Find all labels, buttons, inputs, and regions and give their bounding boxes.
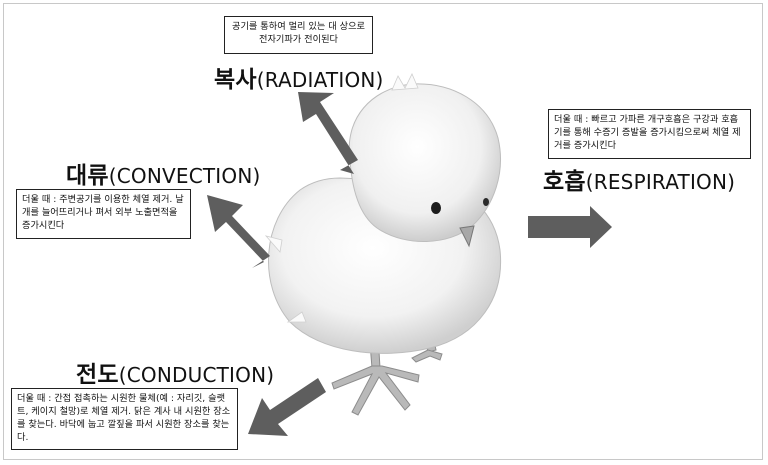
convection-title: 대류(CONVECTION) bbox=[66, 156, 261, 190]
arrow-respiration bbox=[528, 206, 612, 248]
respiration-note: 더울 때 : 빠르고 가파른 개구호흡은 구강과 호흡기를 통해 수증기 증발을… bbox=[548, 109, 751, 159]
chick-head bbox=[349, 84, 500, 242]
convection-note: 더울 때 : 주변공기를 이용한 체열 제거. 날개를 늘어뜨리거나 펴서 외부… bbox=[16, 189, 191, 239]
chick-eye bbox=[483, 198, 489, 206]
arrow-radiation bbox=[298, 92, 358, 174]
radiation-note-text: 공기를 통하여 멀리 있는 대 상으로 전자기파가 전이된다 bbox=[232, 21, 365, 45]
conduction-note: 더울 때 : 간접 접촉하는 시원한 물체(예 : 자리깃, 슬랫트, 케이지 … bbox=[11, 388, 238, 450]
respiration-title-ko: 호흡 bbox=[543, 169, 586, 195]
respiration-title: 호흡(RESPIRATION) bbox=[543, 162, 735, 196]
conduction-note-text: 더울 때 : 간접 접촉하는 시원한 물체(예 : 자리깃, 슬랫트, 케이지 … bbox=[17, 393, 230, 443]
conduction-title-en: (CONDUCTION) bbox=[119, 363, 275, 387]
convection-title-en: (CONVECTION) bbox=[109, 164, 261, 188]
radiation-title: 복사(RADIATION) bbox=[214, 60, 384, 94]
conduction-title-ko: 전도 bbox=[76, 362, 119, 388]
respiration-title-en: (RESPIRATION) bbox=[586, 170, 735, 194]
convection-title-ko: 대류 bbox=[66, 163, 109, 189]
radiation-title-ko: 복사 bbox=[214, 67, 257, 93]
arrow-convection bbox=[207, 195, 270, 268]
respiration-note-text: 더울 때 : 빠르고 가파른 개구호흡은 구강과 호흡기를 통해 수증기 증발을… bbox=[554, 114, 741, 151]
radiation-note: 공기를 통하여 멀리 있는 대 상으로 전자기파가 전이된다 bbox=[224, 16, 373, 54]
chick-eye bbox=[431, 202, 441, 214]
radiation-title-en: (RADIATION) bbox=[257, 68, 384, 92]
conduction-title: 전도(CONDUCTION) bbox=[76, 355, 274, 389]
convection-note-text: 더울 때 : 주변공기를 이용한 체열 제거. 날개를 늘어뜨리거나 펴서 외부… bbox=[22, 194, 184, 231]
